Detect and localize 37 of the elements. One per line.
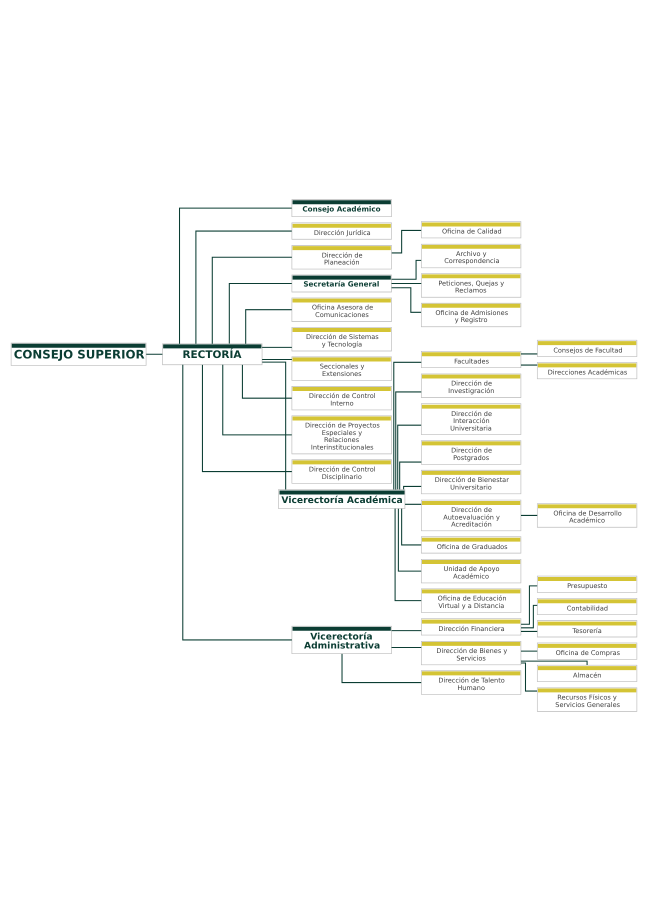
connector [392,646,422,648]
connector [178,208,292,344]
connector [520,353,538,354]
connector [392,630,422,632]
connector [392,230,422,254]
connector [399,462,422,490]
connector [520,630,538,632]
connector [401,508,422,546]
connector [393,362,422,490]
connector [394,508,422,602]
connector [397,424,422,490]
connector [392,260,422,280]
connector [228,282,292,344]
connector [395,391,422,490]
connector [262,346,292,348]
connector [520,660,588,666]
connector [245,309,292,344]
connector [392,282,422,284]
connector [242,364,292,399]
connector [195,230,292,344]
connector [403,486,422,490]
connector [342,654,422,684]
connector [212,256,292,344]
connector [392,287,422,313]
connector [182,364,292,640]
connector [520,650,538,652]
connector [405,504,422,505]
connector [521,604,538,628]
connector [262,362,286,490]
connector [520,364,538,366]
connector [262,358,292,360]
connector [222,364,292,436]
connector [520,514,538,516]
connector [202,364,292,472]
connector [521,585,538,625]
connector [146,354,162,355]
connector [398,508,422,572]
